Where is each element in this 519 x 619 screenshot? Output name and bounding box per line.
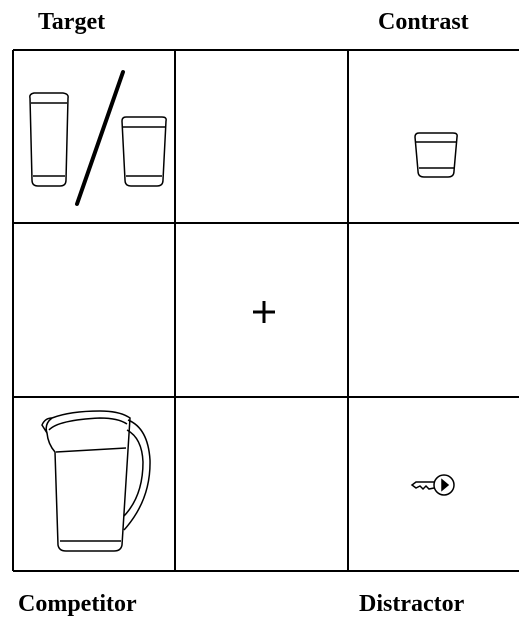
label-competitor: Competitor: [18, 590, 137, 618]
slash-icon: [77, 72, 123, 204]
cell-bottom-right[interactable]: [412, 475, 454, 495]
cell-top-right[interactable]: [415, 133, 457, 177]
short-glass-icon: [122, 117, 166, 186]
pitcher-icon: [42, 411, 150, 551]
fixation-cross: [253, 301, 275, 323]
cell-bottom-center[interactable]: [176, 398, 347, 570]
key-icon: [412, 475, 454, 495]
cell-middle-left[interactable]: [14, 224, 174, 396]
cell-top-center[interactable]: [176, 51, 347, 222]
cell-middle-right[interactable]: [349, 224, 519, 396]
cell-middle-center: [253, 301, 275, 323]
cell-top-left[interactable]: [30, 72, 166, 204]
cell-bottom-left[interactable]: [42, 411, 150, 551]
short-glass-icon: [415, 133, 457, 177]
tall-glass-icon: [30, 93, 68, 186]
label-distractor: Distractor: [359, 590, 464, 618]
